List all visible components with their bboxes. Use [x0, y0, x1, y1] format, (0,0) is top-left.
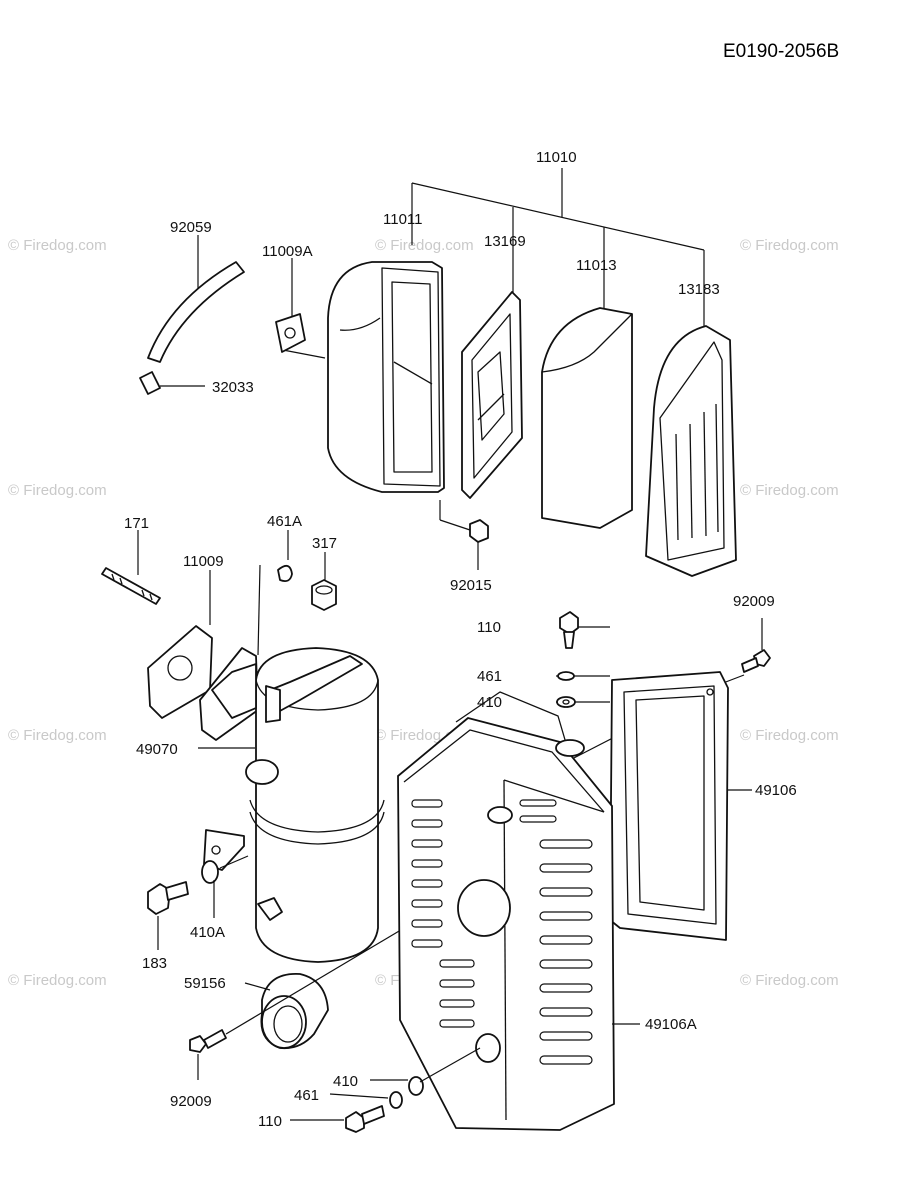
stud-bolt-171 — [101, 567, 161, 605]
gasket-11009A — [275, 313, 306, 353]
watermark: © Firedog.com — [375, 237, 474, 254]
breather-hose-92059 — [147, 261, 245, 363]
part-label-59156: 59156 — [184, 975, 226, 992]
air-cleaner-cover-13183 — [645, 325, 737, 577]
lock-washer-461A — [277, 564, 293, 583]
spark-arrester-59156 — [244, 973, 329, 1050]
part-label-49106: 49106 — [755, 782, 797, 799]
part-label-32033: 32033 — [212, 379, 254, 396]
part-label-410-top: 410 — [477, 694, 502, 711]
part-label-49070: 49070 — [136, 741, 178, 758]
air-cleaner-base — [327, 261, 445, 493]
nut-317 — [311, 579, 337, 611]
part-label-11013: 11013 — [576, 257, 617, 274]
washer-410A — [201, 855, 249, 918]
bolt-110-bottom — [290, 1105, 385, 1133]
part-label-11011: 11011 — [383, 211, 423, 228]
part-label-11009A: 11009A — [262, 243, 313, 260]
cover-cooling-slots — [411, 799, 593, 1065]
part-label-461-top: 461 — [477, 668, 502, 685]
part-label-110-bottom: 110 — [258, 1113, 282, 1130]
part-label-110-top: 110 — [477, 619, 501, 636]
filter-element-13169 — [461, 291, 523, 499]
watermark: © Firedog.com — [8, 727, 107, 744]
foam-element-11013 — [541, 307, 633, 529]
part-label-410-bottom: 410 — [333, 1073, 358, 1090]
part-label-92009-bottom: 92009 — [170, 1093, 212, 1110]
part-label-317: 317 — [312, 535, 337, 552]
heat-shield-49106 — [609, 671, 729, 941]
muffler-cover-49106A — [397, 691, 640, 1131]
watermark: © Firedog.com — [8, 237, 107, 254]
watermark: © Firedog.com — [740, 237, 839, 254]
part-label-13183: 13183 — [678, 281, 720, 298]
lock-washer-461-bottom — [329, 1091, 403, 1109]
muffler-49070 — [203, 647, 385, 963]
part-label-13169: 13169 — [484, 233, 526, 250]
part-label-461A: 461A — [267, 513, 302, 530]
washer-410-top — [556, 696, 576, 708]
watermark: © Firedog.com — [740, 482, 839, 499]
part-label-49106A: 49106A — [645, 1016, 697, 1033]
air-cleaner-leaders — [160, 168, 705, 570]
watermark: © Firedog.com — [8, 972, 107, 989]
lock-washer-461-top — [557, 671, 575, 681]
washer-410-bottom — [370, 1047, 481, 1096]
watermark: © Firedog.com — [740, 972, 839, 989]
part-label-171: 171 — [124, 515, 149, 532]
part-label-92059: 92059 — [170, 219, 212, 236]
part-label-461-bottom: 461 — [294, 1087, 319, 1104]
part-label-11010: 11010 — [536, 149, 577, 166]
bolt-110-top — [559, 611, 579, 649]
bolt-183 — [147, 881, 189, 950]
part-label-183: 183 — [142, 955, 167, 972]
nut-92015 — [469, 519, 489, 543]
part-label-92015: 92015 — [450, 577, 492, 594]
watermark: © Firedog.com — [740, 727, 839, 744]
part-label-92009-top: 92009 — [733, 593, 775, 610]
part-label-410A: 410A — [190, 924, 225, 941]
part-number-labels: 11010 11011 13169 11013 13183 92059 1100… — [124, 149, 797, 1130]
screw-92009-top — [741, 649, 771, 673]
part-label-11009: 11009 — [183, 553, 224, 570]
clamp-32033 — [139, 371, 161, 395]
document-number: E0190-2056B — [723, 41, 839, 62]
watermark: © Firedog.com — [8, 482, 107, 499]
